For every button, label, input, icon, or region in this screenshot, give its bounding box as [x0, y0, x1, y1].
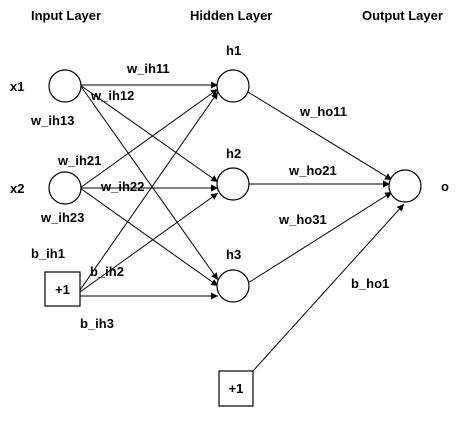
node-label-h2: h2	[226, 146, 241, 161]
edge-h1-o	[247, 91, 393, 181]
weight-label-w-ih21: w_ih21	[57, 153, 101, 168]
weight-label-b-ih2: b_ih2	[90, 264, 124, 279]
edge-bias-o	[252, 203, 405, 372]
edge-bias-h1	[79, 91, 219, 291]
weight-label-w-ih12: w_ih12	[90, 88, 134, 103]
input-layer-title: Input Layer	[31, 8, 101, 23]
input-node-x2	[48, 171, 82, 205]
weight-label-w-ih23: w_ih23	[40, 210, 84, 225]
hidden-layer-title: Hidden Layer	[190, 8, 272, 23]
weight-label-b-ho1: b_ho1	[351, 276, 389, 291]
weight-label-b-ih3: b_ih3	[80, 316, 114, 331]
node-label-x1: x1	[10, 79, 24, 94]
hidden-node-h2	[216, 167, 250, 201]
weight-label-w-ih22: w_ih22	[100, 179, 144, 194]
input-node-x1	[48, 69, 82, 103]
weight-label-w-ih11: w_ih11	[126, 61, 170, 76]
weight-label-w-ho31: w_ho31	[278, 212, 327, 227]
hidden-node-h3	[216, 269, 250, 303]
node-label-x2: x2	[10, 181, 24, 196]
hidden-bias-node	[218, 370, 254, 407]
edge-x2-h1	[79, 88, 219, 189]
node-label-h1: h1	[226, 43, 241, 58]
output-layer-title: Output Layer	[362, 8, 443, 23]
edge-x1-h3	[79, 84, 219, 281]
hidden-bias-label: +1	[229, 381, 244, 396]
node-label-o: o	[441, 179, 449, 194]
weight-label-w-ho11: w_ho11	[299, 104, 347, 119]
weight-label-w-ho21: w_ho21	[288, 163, 337, 178]
output-node-o	[388, 169, 422, 203]
weight-label-b-ih1: b_ih1	[31, 246, 65, 261]
weight-label-w-ih13: w_ih13	[30, 113, 74, 128]
edge-h3-o	[247, 191, 393, 284]
edge-x2-h3	[79, 187, 219, 287]
edge-x1-h2	[79, 84, 219, 183]
hidden-node-h1	[216, 69, 250, 103]
input-bias-node	[44, 271, 81, 307]
edge-bias-h2	[79, 192, 219, 293]
input-bias-label: +1	[55, 282, 70, 297]
node-label-h3: h3	[226, 247, 241, 262]
